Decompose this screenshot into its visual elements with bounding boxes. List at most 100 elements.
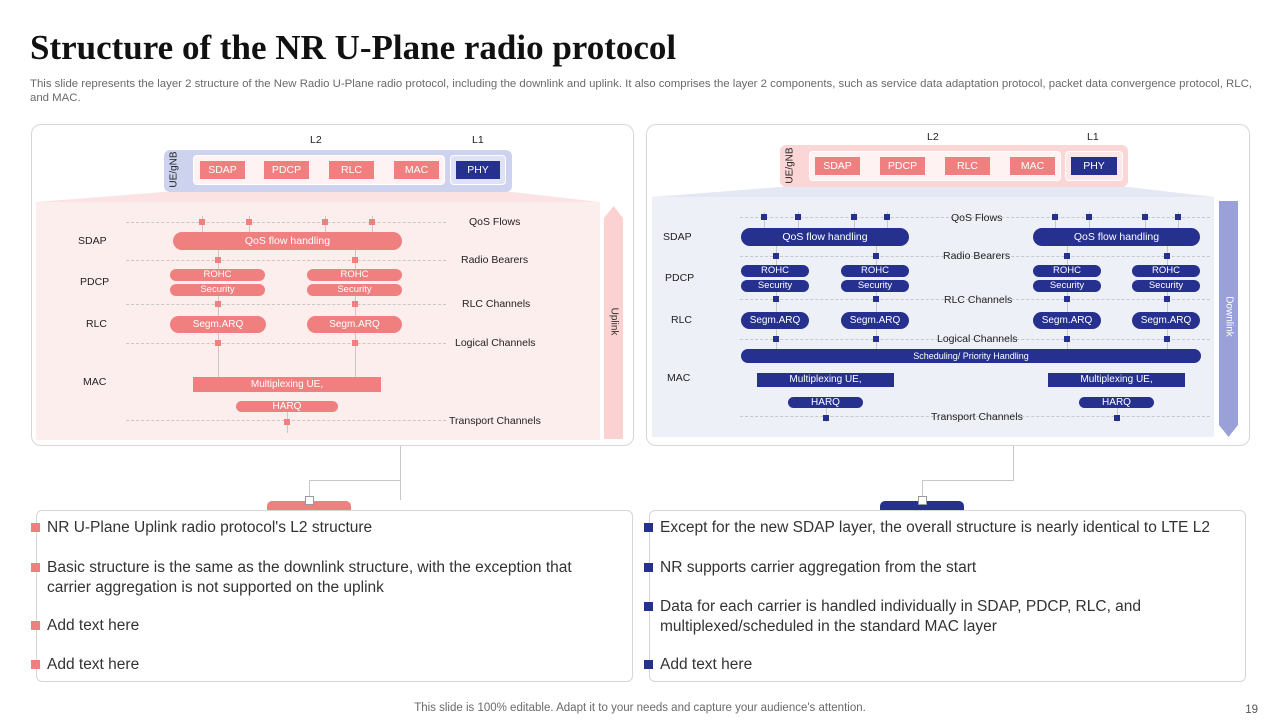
uplink-l1-label: L1 [472, 134, 484, 146]
right-connector-line-mid [922, 480, 1014, 481]
downlink-funnel-shape [652, 187, 1214, 197]
uplink-stack-sdap: SDAP [200, 161, 245, 179]
downlink-multiplexing-2: Multiplexing UE, [1048, 373, 1185, 387]
downlink-vline [798, 212, 799, 228]
right-connector-line-down [922, 480, 923, 498]
downlink-connector-dot [1064, 296, 1070, 302]
uplink-l2-label: L2 [310, 134, 322, 146]
downlink-l1-label: L1 [1087, 131, 1099, 143]
uplink-layer-rlc: RLC [86, 318, 108, 330]
downlink-connector-dot [773, 296, 779, 302]
left-tab [267, 501, 351, 511]
uplink-connector-dot [215, 257, 221, 263]
uplink-connector-dot [215, 301, 221, 307]
downlink-connector-dot [1164, 336, 1170, 342]
downlink-segm-arq-1: Segm.ARQ [741, 312, 809, 329]
uplink-qos-flow-handling: QoS flow handling [173, 232, 402, 250]
uplink-connector-dot [352, 301, 358, 307]
downlink-stack-pdcp: PDCP [880, 157, 925, 175]
downlink-security-3: Security [1033, 280, 1101, 292]
downlink-scheduling: Scheduling/ Priority Handling [741, 349, 1201, 363]
uplink-connector-dot [352, 340, 358, 346]
downlink-security-2: Security [841, 280, 909, 292]
uplink-sep-rlc [126, 304, 446, 305]
left-connector-line-up [400, 446, 401, 480]
uplink-stack-rlc: RLC [329, 161, 374, 179]
downlink-segm-arq-4: Segm.ARQ [1132, 312, 1200, 329]
downlink-harq-1: HARQ [788, 397, 863, 408]
downlink-connector-dot [1086, 214, 1092, 220]
right-tab [880, 501, 964, 511]
downlink-vline [1145, 212, 1146, 228]
left-connector-line [309, 480, 401, 500]
downlink-connector-dot [795, 214, 801, 220]
page-title: Structure of the NR U-Plane radio protoc… [30, 28, 677, 67]
bullet-marker [31, 563, 40, 572]
downlink-stack-mac: MAC [1010, 157, 1055, 175]
downlink-vline [887, 212, 888, 228]
downlink-connector-dot [1175, 214, 1181, 220]
downlink-harq-2: HARQ [1079, 397, 1154, 408]
downlink-stack-phy: PHY [1071, 157, 1117, 175]
downlink-qos-flow-handling-2: QoS flow handling [1033, 228, 1200, 246]
uplink-side-arrow [604, 206, 623, 439]
downlink-notes-box [649, 510, 1246, 682]
uplink-channel-rlc: RLC Channels [462, 298, 531, 310]
downlink-connector-dot [1164, 253, 1170, 259]
downlink-segm-arq-2: Segm.ARQ [841, 312, 909, 329]
bullet-marker [31, 523, 40, 532]
downlink-connector-dot [1114, 415, 1120, 421]
downlink-vline [1089, 212, 1090, 228]
left-tab-node [305, 496, 314, 505]
downlink-channel-qos: QoS Flows [951, 212, 1003, 224]
bullet-marker [644, 563, 653, 572]
downlink-connector-dot [1164, 296, 1170, 302]
downlink-vline [854, 212, 855, 228]
uplink-stack-phy: PHY [456, 161, 500, 179]
uplink-connector-dot [246, 219, 252, 225]
right-bullet-2: NR supports carrier aggregation from the… [660, 559, 977, 576]
left-bullet-2: Basic structure is the same as the downl… [47, 559, 572, 596]
uplink-harq: HARQ [236, 401, 338, 412]
uplink-layer-sdap: SDAP [78, 235, 107, 247]
uplink-funnel [36, 192, 600, 202]
footer-note: This slide is 100% editable. Adapt it to… [414, 702, 866, 714]
uplink-notes-box [36, 510, 633, 682]
uplink-security-2: Security [307, 284, 402, 296]
downlink-vline [1178, 212, 1179, 228]
downlink-connector-dot [873, 336, 879, 342]
downlink-vline [1167, 292, 1168, 312]
uplink-segm-arq-1: Segm.ARQ [170, 316, 266, 333]
bullet-marker [31, 660, 40, 669]
uplink-channel-transport: Transport Channels [449, 415, 541, 427]
downlink-connector-dot [761, 214, 767, 220]
downlink-connector-dot [873, 253, 879, 259]
uplink-stack-mac: MAC [394, 161, 439, 179]
downlink-rohc-1: ROHC [741, 265, 809, 277]
downlink-channel-rlc: RLC Channels [944, 294, 1013, 306]
left-bullet-3: Add text here [47, 617, 140, 634]
downlink-channel-logical: Logical Channels [937, 333, 1018, 345]
downlink-side-label: Downlink [1223, 296, 1235, 337]
uplink-sep-radio [126, 260, 446, 261]
uplink-channel-radio: Radio Bearers [461, 254, 529, 266]
page-subtitle: This slide represents the layer 2 struct… [30, 78, 1252, 104]
downlink-multiplexing-1: Multiplexing UE, [757, 373, 894, 387]
uplink-layer-pdcp: PDCP [80, 276, 110, 288]
uplink-rohc-1: ROHC [170, 269, 265, 281]
downlink-connector-dot [873, 296, 879, 302]
uplink-stack-pdcp: PDCP [264, 161, 309, 179]
downlink-vline [1055, 212, 1056, 228]
uplink-sep-qos [126, 222, 446, 223]
uplink-funnel-shape [36, 192, 600, 202]
downlink-layer-rlc: RLC [671, 314, 693, 326]
downlink-sep-transport [740, 416, 1210, 417]
bullet-marker [644, 523, 653, 532]
downlink-sep-qos [740, 217, 1210, 218]
downlink-connector-dot [773, 336, 779, 342]
downlink-side-arrow [1219, 201, 1238, 437]
uplink-channel-qos: QoS Flows [469, 216, 521, 228]
downlink-segm-arq-3: Segm.ARQ [1033, 312, 1101, 329]
uplink-connector-dot [215, 340, 221, 346]
